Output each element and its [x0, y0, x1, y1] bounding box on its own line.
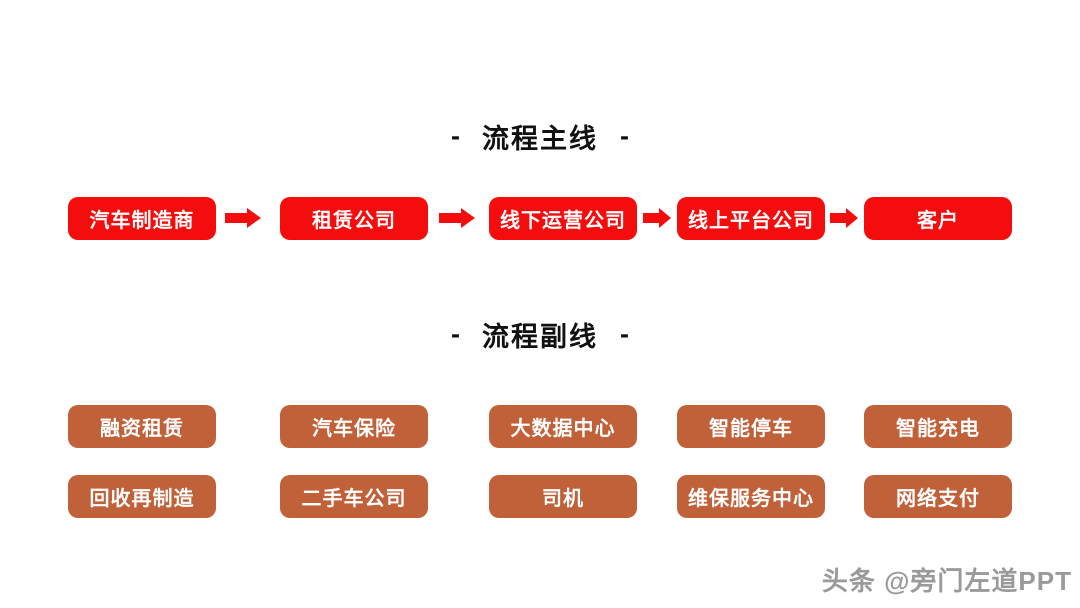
node-smart-parking: 智能停车 — [677, 405, 825, 448]
node-driver: 司机 — [489, 475, 637, 518]
node-maintenance-service-center: 维保服务中心 — [677, 475, 825, 518]
watermark: 头条 @旁门左道PPT — [821, 566, 1072, 596]
node-online-payment: 网络支付 — [864, 475, 1012, 518]
title-dash-right: - — [620, 120, 629, 151]
node-smart-charging: 智能充电 — [864, 405, 1012, 448]
flow-arrow-icon — [830, 208, 858, 228]
title-dash-right: - — [620, 318, 629, 349]
flow-arrow-icon — [643, 208, 671, 228]
node-customer: 客户 — [864, 197, 1012, 240]
node-online-platform-company: 线上平台公司 — [677, 197, 825, 240]
main-section-title: - 流程主线 - — [0, 120, 1080, 154]
node-offline-operations-company: 线下运营公司 — [489, 197, 637, 240]
main-section-title-text: 流程主线 — [482, 123, 598, 154]
title-dash-left: - — [451, 318, 460, 349]
node-auto-insurance: 汽车保险 — [280, 405, 428, 448]
node-used-car-company: 二手车公司 — [280, 475, 428, 518]
title-dash-left: - — [451, 120, 460, 151]
node-leasing-company: 租赁公司 — [280, 197, 428, 240]
node-recycling-remanufacturing: 回收再制造 — [68, 475, 216, 518]
sub-section-title-text: 流程副线 — [482, 321, 598, 352]
node-financial-leasing: 融资租赁 — [68, 405, 216, 448]
node-automaker: 汽车制造商 — [68, 197, 216, 240]
flow-arrow-icon — [225, 208, 261, 228]
node-big-data-center: 大数据中心 — [489, 405, 637, 448]
sub-section-title: - 流程副线 - — [0, 318, 1080, 352]
flow-arrow-icon — [439, 208, 475, 228]
